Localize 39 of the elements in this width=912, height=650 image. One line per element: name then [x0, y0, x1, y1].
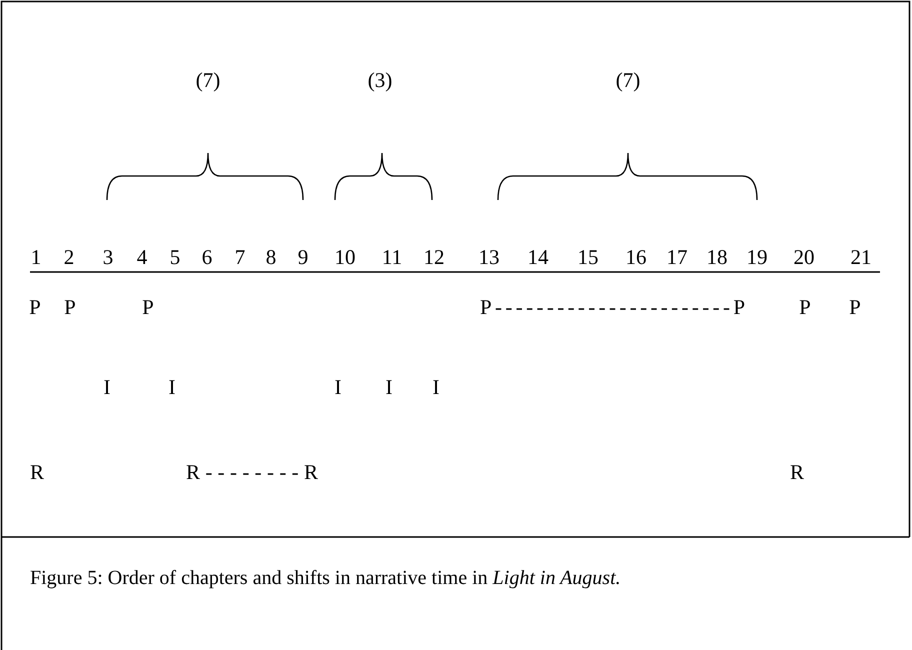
time-marker: P-----------------------P [480, 297, 748, 318]
chapter-number: 7 [234, 247, 246, 268]
time-marker: P [64, 297, 76, 318]
time-marker: R--------R [186, 462, 324, 483]
chapter-number: 14 [528, 247, 548, 268]
chapter-number: 21 [850, 247, 872, 268]
figure-caption: Figure 5: Order of chapters and shifts in narrative time in Light in August. [30, 566, 622, 591]
time-marker: R [790, 462, 804, 483]
chapter-number: 12 [424, 247, 444, 268]
time-marker: P [142, 297, 154, 318]
chapter-number: 10 [334, 247, 356, 268]
chapter-number: 18 [706, 247, 728, 268]
chapter-number: 8 [266, 247, 276, 268]
time-marker: I [432, 377, 440, 398]
chapter-number: 3 [102, 247, 114, 268]
chapter-number: 5 [170, 247, 180, 268]
chapter-number: 9 [298, 247, 308, 268]
chapter-number: 19 [746, 247, 768, 268]
time-marker: P [29, 297, 41, 318]
chapter-number: 1 [30, 247, 42, 268]
time-marker: I [104, 377, 110, 398]
time-marker: P [799, 297, 811, 318]
time-marker: I [386, 377, 392, 398]
time-marker: P [849, 297, 861, 318]
time-marker: R [30, 462, 44, 483]
chapter-number: 4 [136, 247, 148, 268]
chapter-number: 16 [626, 247, 646, 268]
chapter-number: 20 [794, 247, 814, 268]
chapter-number: 15 [578, 247, 598, 268]
group-count: (7) [616, 70, 640, 91]
chapter-number: 13 [478, 247, 500, 268]
chapter-number: 6 [202, 247, 212, 268]
group-count: (3) [368, 70, 392, 91]
chapter-number: 2 [64, 247, 74, 268]
chapter-number: 11 [382, 247, 402, 268]
chapter-number: 17 [666, 247, 688, 268]
time-marker: I [334, 377, 342, 398]
group-count: (7) [196, 70, 220, 91]
time-marker: I [168, 377, 176, 398]
